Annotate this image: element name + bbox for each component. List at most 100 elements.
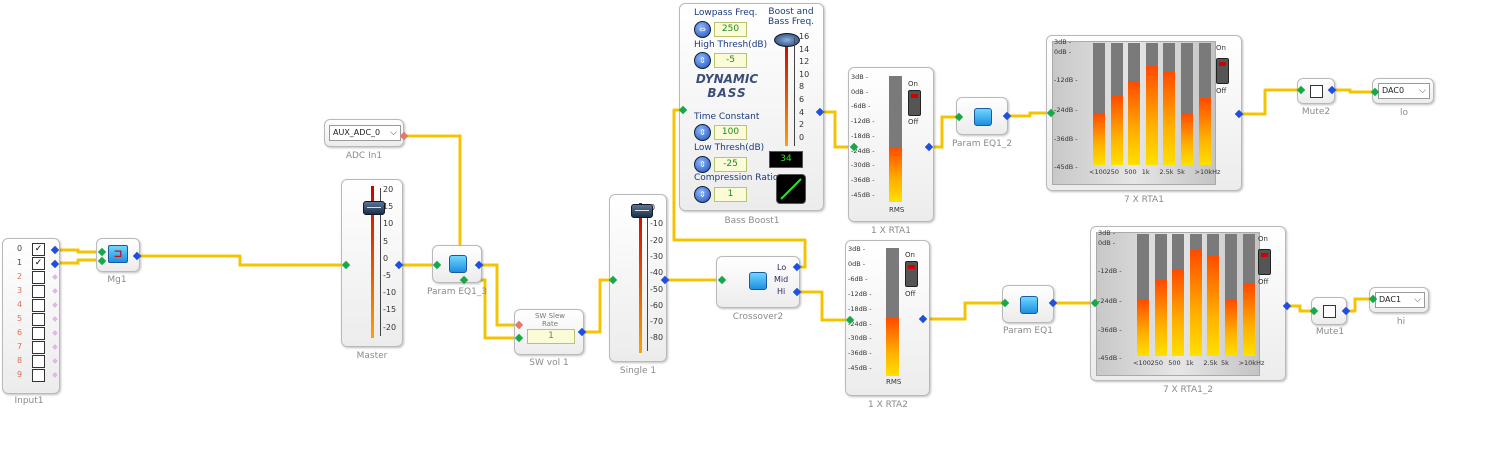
- channel-output-pin[interactable]: [52, 344, 58, 350]
- boost-ticks-tick: 12: [799, 57, 810, 67]
- rta-band-bar: [1163, 43, 1176, 165]
- input-channel-checkbox[interactable]: [32, 313, 45, 326]
- input-channel-checkbox[interactable]: [32, 355, 45, 368]
- rta2-ticks-tick: 3dB -: [848, 245, 866, 253]
- rta7-1-2-power-switch[interactable]: [1258, 249, 1271, 275]
- boost-slider-handle[interactable]: [774, 33, 800, 47]
- lowpass-freq-knob[interactable]: ⇔: [694, 21, 711, 38]
- rta1-power-switch[interactable]: [908, 90, 921, 116]
- rta2-block[interactable]: 3dB -0dB --6dB --12dB --18dB --24dB --30…: [845, 240, 930, 396]
- channel-output-pin[interactable]: [52, 316, 58, 322]
- channel-output-pin[interactable]: [52, 372, 58, 378]
- input-channel-checkbox[interactable]: [32, 299, 45, 312]
- input-channel-checkbox[interactable]: [32, 341, 45, 354]
- param-eq1-3-block[interactable]: [432, 245, 482, 283]
- logo-line2: BASS: [707, 86, 747, 100]
- channel-output-pin[interactable]: [52, 274, 58, 280]
- dac1-output-select[interactable]: DAC1 ⌵: [1375, 292, 1425, 308]
- channel-output-pin[interactable]: [52, 330, 58, 336]
- param-eq1-3-caption: Param EQ1_3: [426, 287, 488, 297]
- time-constant-knob[interactable]: ⇕: [694, 124, 711, 141]
- lowpass-freq-field[interactable]: 250: [714, 22, 747, 37]
- rta-band-fill: [1163, 71, 1176, 165]
- dac0-output-select[interactable]: DAC0 ⌵: [1378, 83, 1430, 99]
- input-channel-checkbox[interactable]: ✓: [32, 257, 45, 270]
- mute2-checkbox[interactable]: [1310, 85, 1323, 98]
- channel-output-pin[interactable]: [52, 288, 58, 294]
- compression-ratio-knob[interactable]: ⇕: [694, 186, 711, 203]
- single1-scale-line: [647, 205, 648, 351]
- mg1-block[interactable]: ⊐: [96, 238, 140, 272]
- high-thresh-knob[interactable]: ⇕: [694, 52, 711, 69]
- rta-tick: 3dB -: [1098, 229, 1116, 237]
- param-eq1-caption: Param EQ1: [1003, 326, 1053, 336]
- rta7-1-2-on-label: On: [1258, 235, 1268, 243]
- master-ticks-tick: -10: [383, 288, 397, 298]
- input-channel-label: 2: [17, 272, 23, 281]
- rta7-1-block[interactable]: 3dB -0dB --12dB --24dB --36dB --45dB - <…: [1046, 35, 1242, 191]
- single1-block[interactable]: 0-10-20-30-40-50-60-70-80: [609, 194, 667, 362]
- time-constant-label: Time Constant: [694, 112, 760, 122]
- input-channel-checkbox[interactable]: [32, 369, 45, 382]
- dac1-block[interactable]: DAC1 ⌵: [1369, 287, 1429, 313]
- rta1-rms-label: RMS: [889, 206, 905, 214]
- rta7-1-power-switch[interactable]: [1216, 58, 1229, 84]
- chevron-down-icon: ⌵: [1419, 86, 1426, 96]
- mute1-caption: Mute1: [1315, 327, 1345, 337]
- rta2-level-fill: [886, 318, 899, 376]
- sw-slew-rate-label: SW Slew Rate: [534, 312, 565, 328]
- rta-band-bar: [1093, 43, 1105, 165]
- low-thresh-knob[interactable]: ⇕: [694, 156, 711, 173]
- rta2-ticks-tick: 0dB -: [848, 259, 866, 268]
- single1-fader-handle[interactable]: [631, 204, 653, 218]
- rta-tick: -24dB -: [1098, 297, 1122, 305]
- channel-output-pin[interactable]: [50, 245, 60, 255]
- low-thresh-field[interactable]: -25: [714, 157, 747, 172]
- time-constant-field[interactable]: 100: [714, 125, 747, 140]
- sw-vol1-block[interactable]: SW Slew Rate 1: [514, 309, 584, 355]
- rta-band-fill: [1225, 298, 1237, 356]
- crossover-icon: [749, 272, 767, 290]
- input-channel-label: 8: [17, 356, 23, 365]
- sw-vol1-caption: SW vol 1: [529, 358, 569, 368]
- rta1-ticks-tick: -12dB -: [851, 117, 875, 126]
- input-channel-checkbox[interactable]: [32, 327, 45, 340]
- bass-boost1-block[interactable]: Lowpass Freq. ⇔ 250 High Thresh(dB) ⇕ -5…: [679, 3, 824, 211]
- sw-slew-rate-field[interactable]: 1: [527, 329, 575, 344]
- rta-tick: 0dB -: [1054, 48, 1072, 56]
- rta-tick: -12dB -: [1098, 267, 1122, 275]
- input-channel-checkbox[interactable]: ✓: [32, 243, 45, 256]
- compression-curve-icon: [776, 174, 806, 204]
- rta-band-fill: [1093, 112, 1105, 165]
- input-channel-checkbox[interactable]: [32, 271, 45, 284]
- compression-ratio-label: Compression Ratio: [694, 173, 779, 183]
- rta2-rms-label: RMS: [886, 378, 902, 386]
- adc-source-select[interactable]: AUX_ADC_0 ⌵: [329, 125, 401, 141]
- rta7-1-2-block[interactable]: 3dB -0dB --12dB --24dB --36dB --45dB - <…: [1090, 226, 1286, 381]
- rta-band-label: <100: [1089, 168, 1107, 176]
- boost-ticks-tick: 16: [799, 32, 810, 41]
- master-fader-handle[interactable]: [363, 201, 385, 215]
- rta2-power-switch[interactable]: [905, 261, 918, 287]
- rta1-block[interactable]: 3dB -0dB --6dB --12dB --18dB --24dB --30…: [848, 67, 934, 222]
- adc-in1-block[interactable]: AUX_ADC_0 ⌵: [324, 119, 404, 147]
- compression-ratio-field[interactable]: 1: [714, 187, 747, 202]
- param-eq1-block[interactable]: [1002, 285, 1054, 323]
- boost-ticks-tick: 8: [799, 82, 805, 92]
- master-scale-line: [380, 188, 381, 336]
- channel-output-pin[interactable]: [50, 259, 60, 269]
- dac0-caption: lo: [1399, 108, 1409, 118]
- param-eq1-2-block[interactable]: [956, 97, 1008, 135]
- rta-band-fill: [1198, 97, 1211, 165]
- dynamic-bass-logo: DYNAMIC BASS: [694, 73, 760, 101]
- high-thresh-field[interactable]: -5: [714, 53, 747, 68]
- mute1-checkbox[interactable]: [1323, 305, 1336, 318]
- input-channel-checkbox[interactable]: [32, 285, 45, 298]
- rta2-meter: [886, 248, 899, 376]
- dac0-block[interactable]: DAC0 ⌵: [1372, 78, 1434, 104]
- channel-output-pin[interactable]: [52, 358, 58, 364]
- channel-output-pin[interactable]: [52, 302, 58, 308]
